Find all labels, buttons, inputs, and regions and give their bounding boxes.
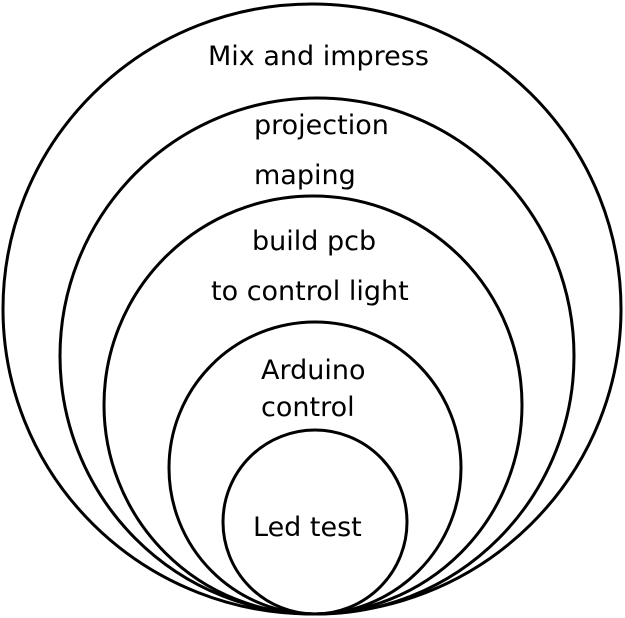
label-build-pcb: build pcb <box>252 226 376 257</box>
label-led-test: Led test <box>253 512 362 543</box>
label-control: control <box>261 392 355 423</box>
ring-led-test <box>221 428 409 616</box>
label-maping: maping <box>254 160 356 191</box>
label-projection: projection <box>254 110 389 141</box>
label-to-control-light: to control light <box>211 276 409 307</box>
label-mix-and-impress: Mix and impress <box>208 41 429 72</box>
label-arduino: Arduino <box>261 355 365 386</box>
